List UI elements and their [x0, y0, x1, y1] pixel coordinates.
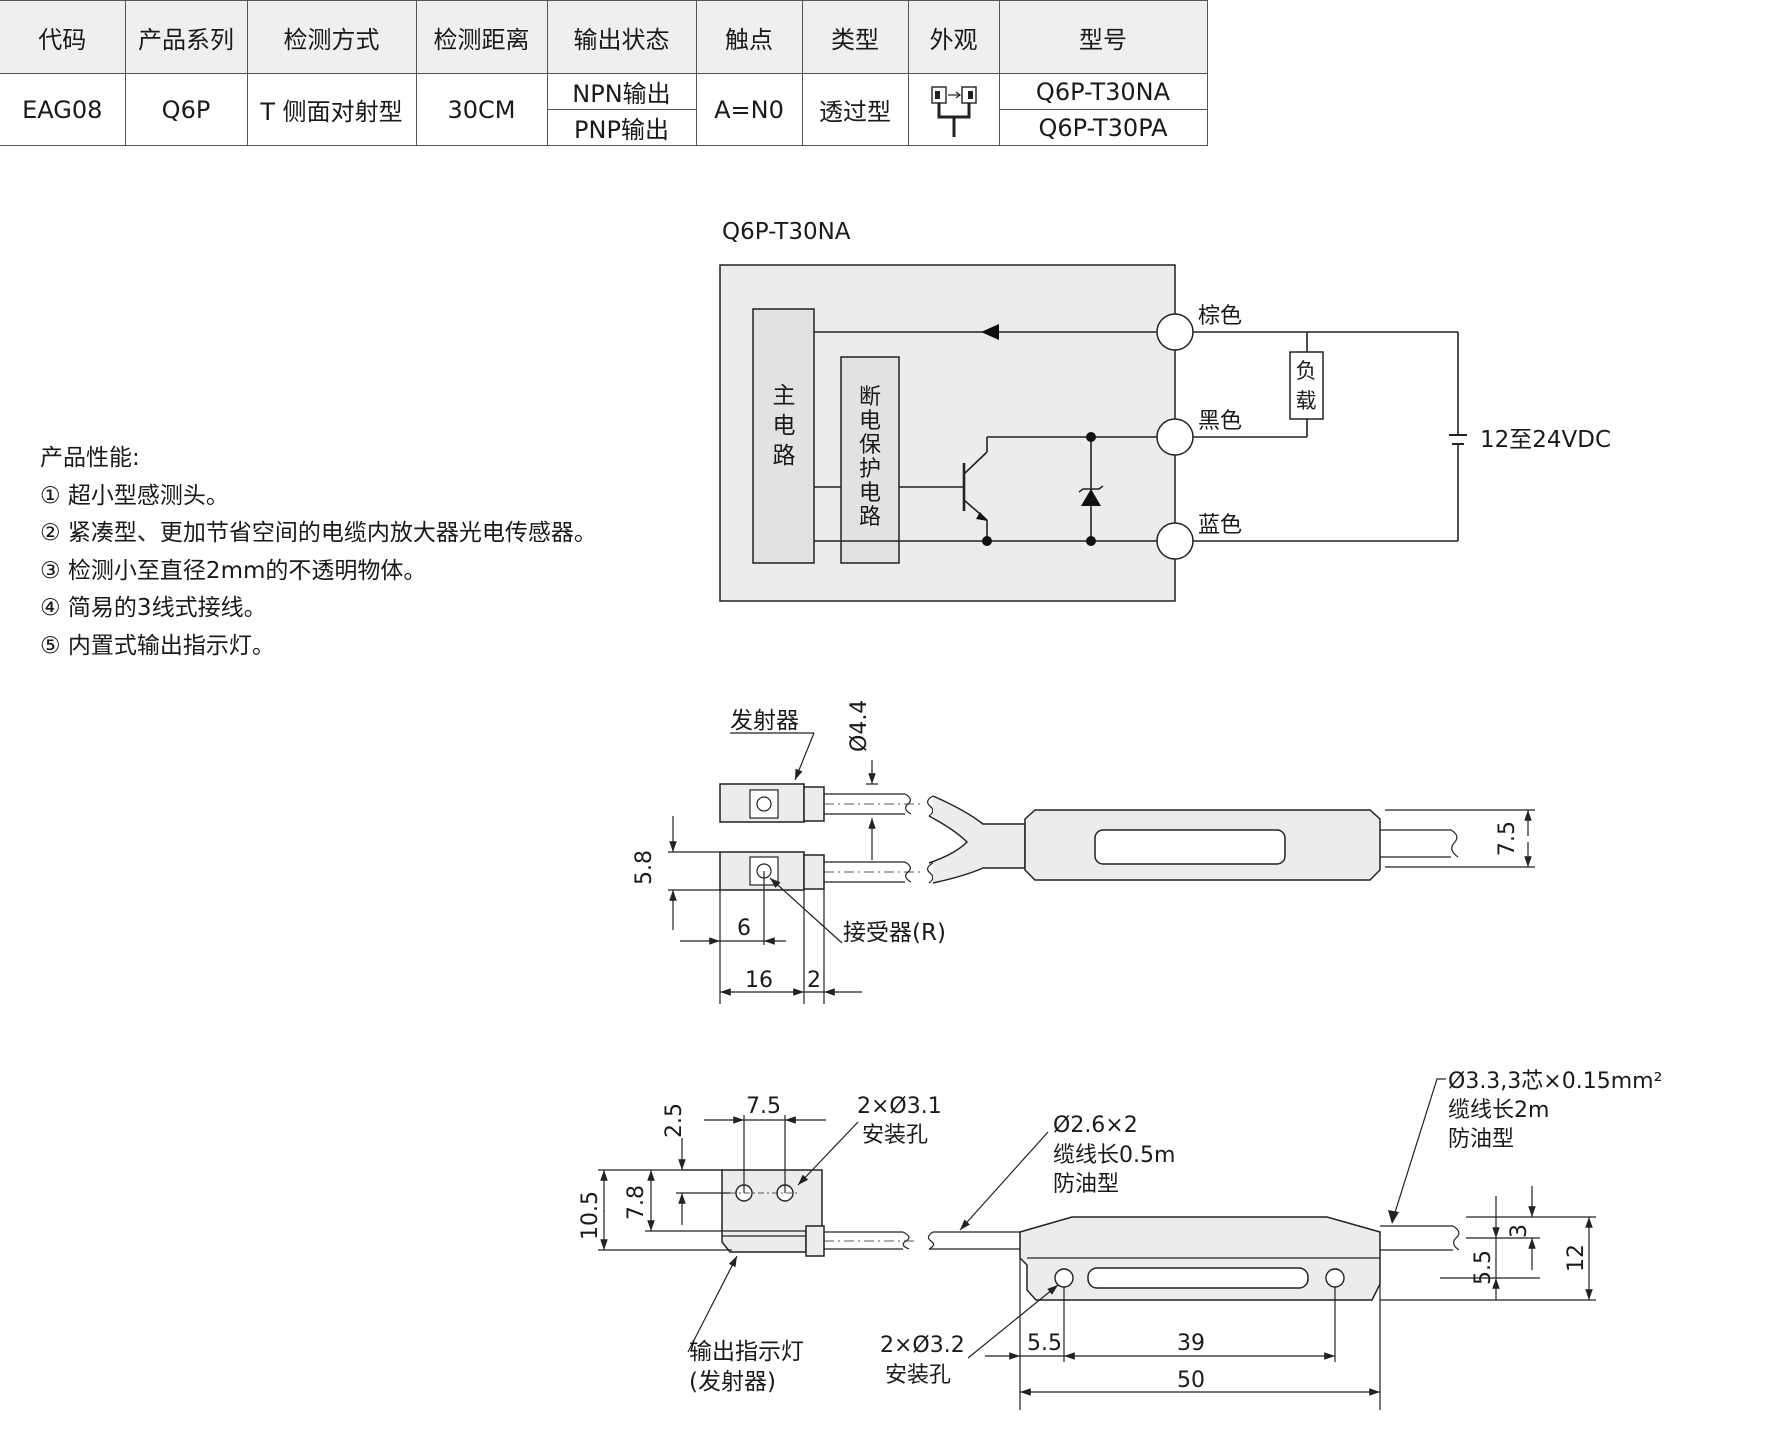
table-row: PNP输出 Q6P-T30PA: [0, 109, 1208, 146]
cable1-spec: Ø2.6×2: [1053, 1113, 1138, 1138]
performance-item: ⑤ 内置式输出指示灯。: [40, 632, 275, 659]
cable2-length: 缆线长2m: [1448, 1098, 1549, 1123]
header-appearance: 外观: [908, 0, 1000, 74]
performance-section: 产品性能: ① 超小型感测头。 ② 紧凑型、更加节省空间的电缆内放大器光电传感器…: [40, 440, 597, 665]
terminal-blue: [1156, 522, 1194, 560]
performance-item: ③ 检测小至直径2mm的不透明物体。: [40, 557, 427, 584]
zener-diode-icon: [1081, 489, 1101, 506]
dim-5-5-bottom: 5.5: [1027, 1331, 1062, 1356]
dim-50: 50: [1177, 1368, 1205, 1393]
circuit-title: Q6P-T30NA: [722, 219, 851, 245]
dim-5-5-right: 5.5: [1471, 1250, 1496, 1285]
dim-10-5: 10.5: [578, 1191, 603, 1240]
cell-contact: A=N0: [696, 73, 803, 146]
protect-circuit-label: 电: [859, 481, 881, 506]
dim-7-5-holes: 7.5: [746, 1094, 781, 1119]
header-method: 检测方式: [247, 0, 417, 74]
performance-title: 产品性能:: [40, 445, 140, 471]
cable1-type: 防油型: [1053, 1172, 1119, 1197]
cell-series: Q6P: [125, 73, 248, 146]
emitter-label: 发射器: [730, 708, 799, 734]
label-black: 黑色: [1198, 409, 1242, 434]
main-circuit-label: 路: [773, 443, 796, 469]
dim-7-5: 7.5: [1495, 821, 1520, 856]
dim-2: 2: [807, 968, 821, 993]
label-blue: 蓝色: [1198, 513, 1242, 538]
cable1-length: 缆线长0.5m: [1053, 1143, 1175, 1168]
dim-diameter-4-4: Ø4.4: [847, 700, 872, 752]
dim-16: 16: [745, 968, 773, 993]
load-label: 载: [1296, 389, 1317, 413]
terminal-brown: [1156, 313, 1194, 351]
performance-item: ① 超小型感测头。: [40, 482, 229, 509]
holes-label-2: 2×Ø3.2: [880, 1333, 965, 1358]
header-distance: 检测距离: [416, 0, 548, 74]
cell-model-npn: Q6P-T30NA: [999, 73, 1208, 110]
cell-code: EAG08: [0, 73, 126, 146]
protection-circuit-block: [840, 356, 900, 564]
dimension-drawing-mounting: 7.5 2.5 10.5 7.8 2×Ø3.1 安装孔 输出指示灯 (发射器) …: [578, 1069, 1662, 1410]
table-row: EAG08 Q6P T 侧面对射型 30CM NPN输出 A=N0 透过型 Q6…: [0, 73, 1208, 146]
cell-output-pnp: PNP输出: [547, 109, 697, 146]
load-label: 负: [1296, 359, 1317, 383]
cable2-spec: Ø3.3,3芯×0.15mm²: [1448, 1069, 1662, 1094]
label-brown: 棕色: [1198, 304, 1242, 329]
cell-method: T 侧面对射型: [247, 73, 417, 146]
receiver-label: 接受器(R): [843, 920, 946, 946]
protect-circuit-label: 断: [859, 385, 881, 410]
cell-output-npn: NPN输出: [547, 73, 697, 110]
cell-distance: 30CM: [416, 73, 548, 146]
cell-appearance: [908, 73, 1000, 146]
indicator-sub-label: (发射器): [689, 1369, 776, 1395]
performance-item: ② 紧凑型、更加节省空间的电缆内放大器光电传感器。: [40, 520, 597, 546]
cable2-type: 防油型: [1448, 1127, 1514, 1152]
dim-6: 6: [737, 916, 751, 941]
main-circuit-label: 主: [773, 383, 796, 409]
indicator-label: 输出指示灯: [689, 1339, 804, 1365]
spec-table: 代码 产品系列 检测方式 检测距离 输出状态 触点 类型 外观 型号 EAG08…: [0, 0, 1208, 146]
main-circuit-block: [752, 308, 815, 564]
sensor-appearance-icon: [930, 85, 977, 137]
dim-5-8: 5.8: [632, 850, 657, 885]
protect-circuit-label: 保: [859, 433, 881, 458]
cell-model-pnp: Q6P-T30PA: [999, 109, 1208, 146]
header-output: 输出状态: [547, 0, 697, 74]
terminal-black: [1156, 418, 1194, 456]
performance-item: ④ 简易的3线式接线。: [40, 595, 267, 621]
protect-circuit-label: 路: [859, 505, 881, 530]
dim-2-5: 2.5: [662, 1103, 687, 1138]
dim-7-8: 7.8: [624, 1185, 649, 1220]
mounting-holes-label-2: 安装孔: [885, 1363, 951, 1388]
arrow-icon: [981, 324, 999, 340]
holes-label-1: 2×Ø3.1: [857, 1094, 942, 1119]
header-model: 型号: [999, 0, 1208, 74]
table-header-row: 代码 产品系列 检测方式 检测距离 输出状态 触点 类型 外观 型号: [0, 0, 1208, 74]
supply-label: 12至24VDC: [1480, 427, 1611, 453]
protect-circuit-label: 护: [859, 457, 881, 482]
protect-circuit-label: 电: [859, 409, 881, 434]
mounting-holes-label-1: 安装孔: [862, 1123, 928, 1148]
dim-39: 39: [1177, 1331, 1205, 1356]
circuit-diagram: Q6P-T30NA 主 电 路 断 电 保 护 电 路: [719, 219, 1611, 602]
header-code: 代码: [0, 0, 126, 74]
header-series: 产品系列: [125, 0, 248, 74]
dim-12: 12: [1564, 1244, 1589, 1272]
header-contact: 触点: [696, 0, 803, 74]
header-type: 类型: [802, 0, 909, 74]
cell-type: 透过型: [802, 73, 909, 146]
dim-3: 3: [1507, 1224, 1532, 1238]
dimension-drawing-front: 发射器 Ø4.4 7.5: [632, 700, 1535, 1004]
main-circuit-label: 电: [773, 413, 796, 439]
